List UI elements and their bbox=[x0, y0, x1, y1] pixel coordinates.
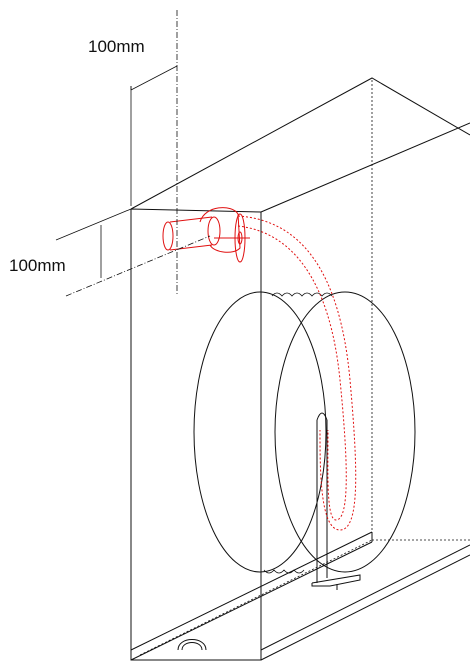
pipe-end-cap bbox=[162, 221, 174, 251]
hose-reel-valve bbox=[162, 207, 357, 531]
pipe-cylinder bbox=[169, 216, 213, 251]
bottom-tray bbox=[130, 531, 470, 661]
left-dimension-label: 100mm bbox=[9, 256, 66, 275]
hose-coil bbox=[193, 291, 416, 574]
top-dimension bbox=[130, 10, 178, 295]
left-dimension bbox=[55, 208, 211, 297]
tray-handle-icon bbox=[177, 639, 207, 651]
hose-route bbox=[237, 215, 357, 531]
valve-body bbox=[199, 207, 241, 253]
top-dimension-label: 100mm bbox=[88, 37, 145, 56]
support-post bbox=[311, 412, 361, 590]
